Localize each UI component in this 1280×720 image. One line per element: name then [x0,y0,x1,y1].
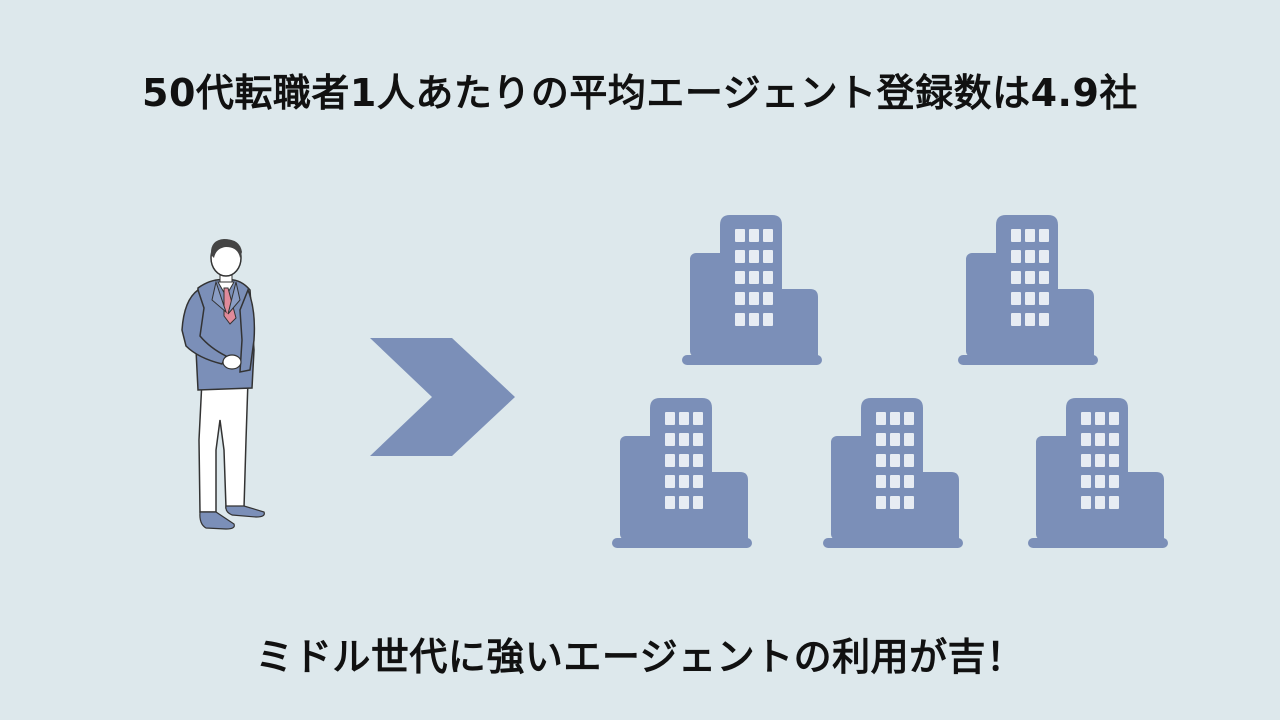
office-building-icon [612,398,752,548]
office-building-icon [1028,398,1168,548]
office-building-icon [958,215,1098,365]
office-building-icon [682,215,822,365]
chevron-right-icon [370,338,515,456]
businessman-icon [181,239,265,530]
office-building-icon [823,398,963,548]
slide-title: 50代転職者1人あたりの平均エージェント登録数は4.9社 [142,71,1138,115]
slide-caption: ミドル世代に強いエージェントの利用が吉！ [255,635,1025,679]
